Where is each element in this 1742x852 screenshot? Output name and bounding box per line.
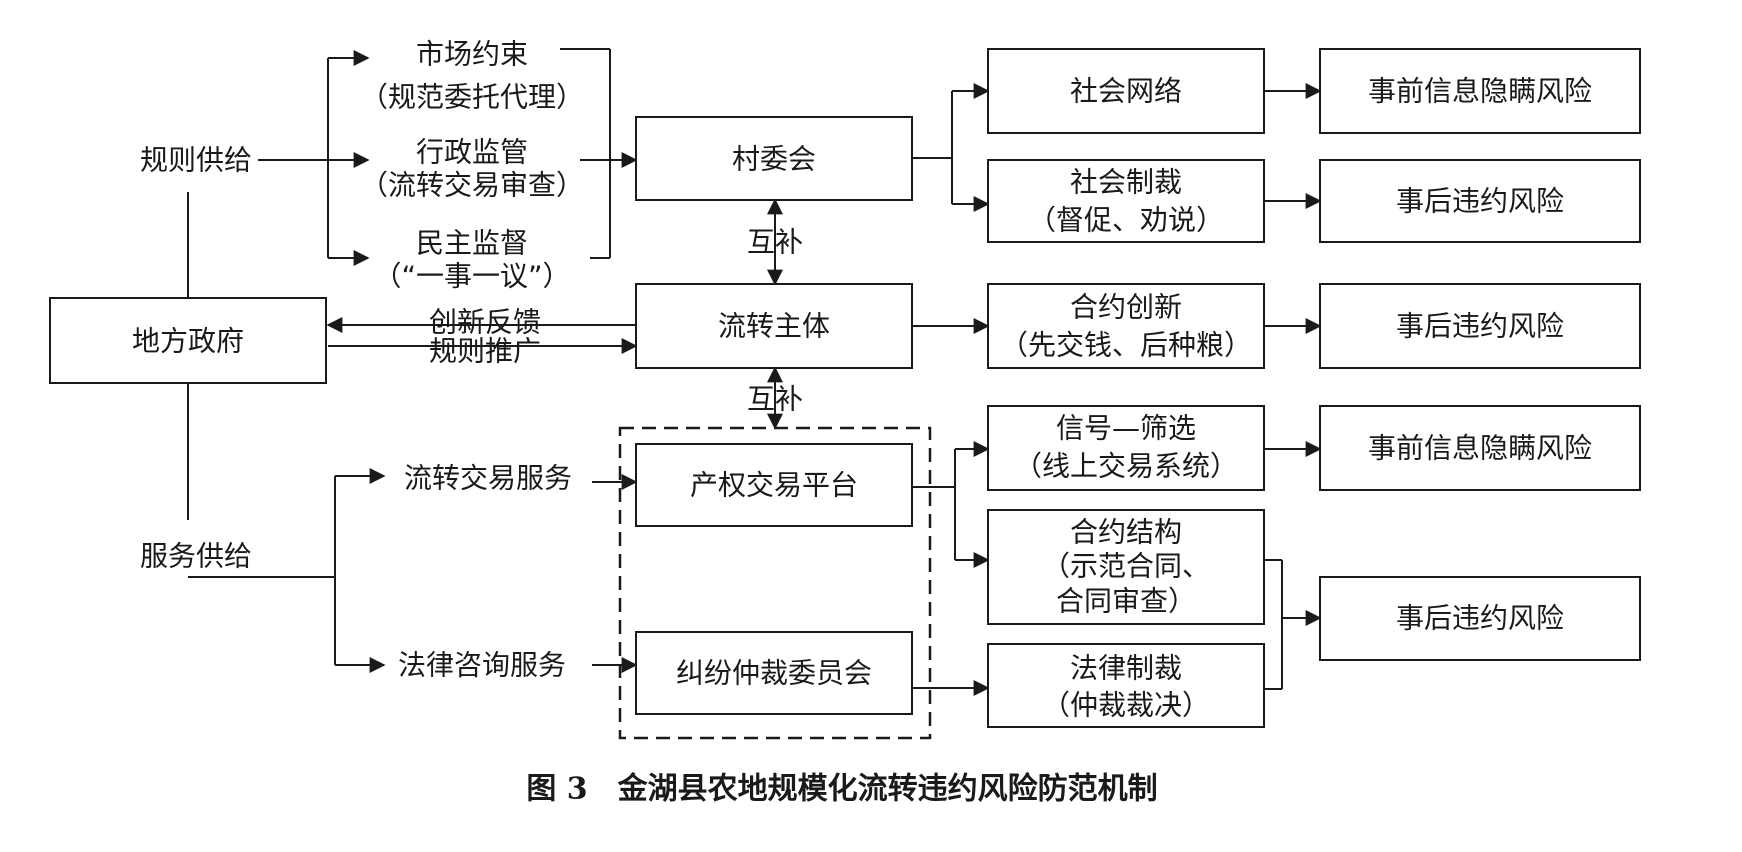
admin-supervision-note: （流转交易审查） (360, 169, 584, 202)
social-sanction-title: 社会制裁 (1070, 166, 1182, 199)
arbitration-committee-box (635, 631, 913, 715)
contract-structure-note-1: （示范合同、 (1042, 550, 1210, 583)
contract-innovation-title: 合约创新 (1070, 291, 1182, 324)
contract-structure-title: 合约结构 (1070, 516, 1182, 549)
risk-box-post-2 (1319, 283, 1641, 369)
transfer-subject-label: 流转主体 (718, 310, 830, 343)
complement-label-top: 互补 (747, 226, 803, 259)
risk-box-post-3 (1319, 576, 1641, 661)
transfer-subject-box (635, 283, 913, 369)
legal-service-label: 法律咨询服务 (398, 649, 566, 682)
signal-screening-note: （线上交易系统） (1014, 450, 1238, 483)
signal-screening-box (987, 405, 1265, 491)
legal-sanction-note: （仲裁裁决） (1042, 689, 1210, 722)
trade-platform-label: 产权交易平台 (690, 469, 858, 502)
risk-box-pre-1 (1319, 48, 1641, 134)
risk-pre-concealment-2: 事前信息隐瞒风险 (1368, 432, 1592, 465)
risk-post-default-2: 事后违约风险 (1396, 310, 1564, 343)
village-committee-box (635, 116, 913, 201)
admin-supervision-title: 行政监管 (416, 136, 528, 169)
local-government-label: 地方政府 (132, 325, 244, 358)
village-committee-label: 村委会 (732, 143, 816, 176)
contract-innovation-box (987, 283, 1265, 369)
local-government-box (49, 297, 327, 384)
market-constraint-title: 市场约束 (416, 38, 528, 71)
social-sanction-box (987, 159, 1265, 243)
complement-label-bottom: 互补 (747, 383, 803, 416)
contract-innovation-note: （先交钱、后种粮） (1000, 329, 1252, 362)
risk-post-default-1: 事后违约风险 (1396, 185, 1564, 218)
rule-promotion-label: 规则推广 (429, 335, 541, 368)
market-constraint-note: （规范委托代理） (360, 81, 584, 114)
figure-caption: 图 3 金湖县农地规模化流转违约风险防范机制 (526, 772, 1157, 807)
democratic-oversight-note: （“一事一议”） (373, 260, 570, 293)
risk-box-post-1 (1319, 159, 1641, 243)
platform-group-dashed-box (618, 426, 932, 740)
trade-platform-box (635, 443, 913, 527)
service-supply-label: 服务供给 (140, 540, 252, 573)
legal-sanction-title: 法律制裁 (1070, 652, 1182, 685)
rule-supply-label: 规则供给 (140, 144, 252, 177)
risk-post-default-3: 事后违约风险 (1396, 602, 1564, 635)
democratic-oversight-title: 民主监督 (416, 227, 528, 260)
innovation-feedback-label: 创新反馈 (429, 306, 541, 339)
legal-sanction-box (987, 643, 1265, 728)
contract-structure-box (987, 509, 1265, 625)
risk-pre-concealment-1: 事前信息隐瞒风险 (1368, 75, 1592, 108)
transfer-service-label: 流转交易服务 (404, 462, 572, 495)
arbitration-committee-label: 纠纷仲裁委员会 (676, 657, 872, 690)
connector-lines (187, 48, 1322, 696)
signal-screening-title: 信号—筛选 (1056, 412, 1196, 445)
risk-box-pre-2 (1319, 405, 1641, 491)
social-network-box (987, 48, 1265, 134)
contract-structure-note-2: 合同审查） (1056, 585, 1196, 618)
social-network-label: 社会网络 (1070, 75, 1182, 108)
social-sanction-note: （督促、劝说） (1028, 204, 1224, 237)
